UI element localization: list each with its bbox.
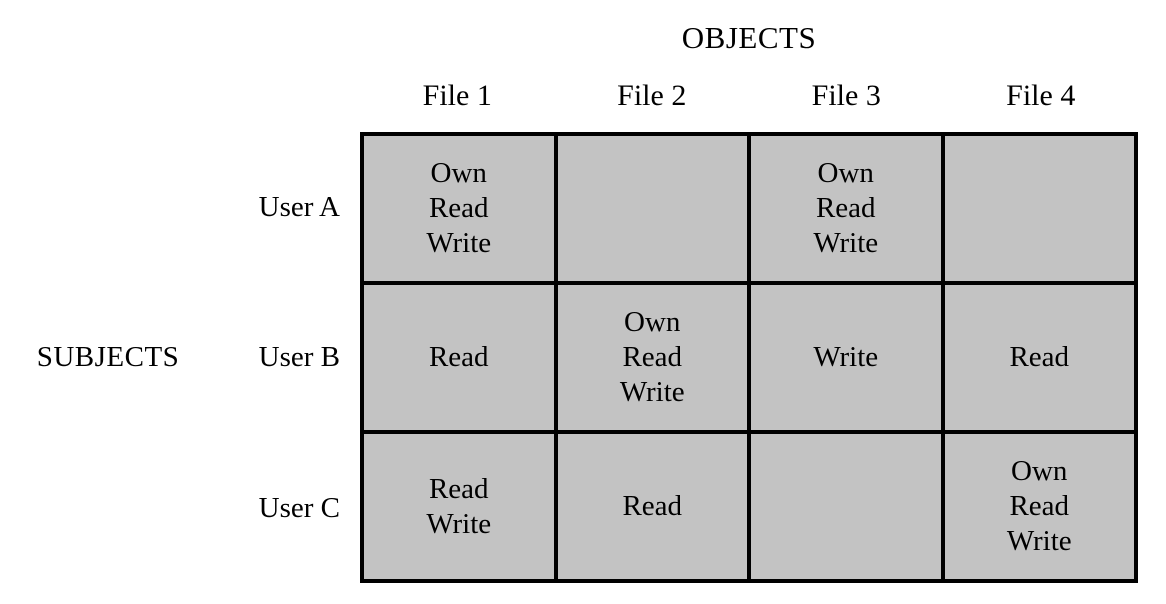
right-label: Read bbox=[622, 341, 683, 373]
right-label: Write bbox=[426, 227, 492, 259]
objects-axis-title: OBJECTS bbox=[681, 20, 817, 55]
right-label: Write bbox=[813, 341, 879, 373]
matrix-cell-user-c-file-3 bbox=[751, 434, 941, 579]
right-label: Read bbox=[622, 490, 683, 522]
matrix-cell-user-c-file-4: Own Read Write bbox=[944, 434, 1134, 579]
matrix-cell-user-b-file-2: Own Read Write bbox=[557, 285, 747, 430]
right-label: Write bbox=[813, 227, 879, 259]
right-label: Read bbox=[815, 192, 876, 224]
right-label: Read bbox=[428, 341, 489, 373]
matrix-cell-user-a-file-2 bbox=[557, 136, 747, 281]
matrix-cell-user-b-file-3: Write bbox=[751, 285, 941, 430]
right-label: Own bbox=[1011, 455, 1068, 487]
column-header-row: File 1 File 2 File 3 File 4 bbox=[360, 76, 1138, 118]
right-label: Read bbox=[428, 472, 489, 505]
row-header-user-b: User B bbox=[258, 341, 340, 374]
matrix-cell-user-b-file-1: Read bbox=[364, 285, 554, 430]
matrix-cell-user-a-file-4 bbox=[944, 136, 1134, 281]
matrix-cell-user-a-file-3: Own Read Write bbox=[751, 136, 941, 281]
column-header-file-3: File 3 bbox=[811, 79, 881, 112]
right-label: Own bbox=[817, 157, 874, 189]
row-header-user-a: User A bbox=[258, 191, 340, 224]
right-label: Read bbox=[428, 192, 489, 224]
matrix-cell-user-c-file-1: Read Write bbox=[364, 434, 554, 579]
right-label: Read bbox=[1009, 341, 1070, 373]
matrix-cell-user-b-file-4: Read bbox=[944, 285, 1134, 430]
right-label: Write bbox=[619, 376, 685, 408]
right-label: Own bbox=[624, 306, 681, 338]
subjects-axis-title: SUBJECTS bbox=[36, 341, 180, 373]
column-header-file-2: File 2 bbox=[617, 79, 687, 112]
right-label: Write bbox=[426, 507, 492, 540]
right-label: Write bbox=[1006, 525, 1072, 557]
matrix-cell-user-c-file-2: Read bbox=[557, 434, 747, 579]
right-label: Own bbox=[430, 157, 487, 189]
column-header-file-4: File 4 bbox=[1006, 79, 1076, 112]
row-header-column: User A User B User C bbox=[200, 132, 342, 583]
row-header-user-c: User C bbox=[258, 491, 340, 524]
right-label: Read bbox=[1009, 490, 1070, 522]
column-header-file-1: File 1 bbox=[422, 79, 492, 112]
matrix-grid: Own Read Write Own Read Write Read Own R… bbox=[360, 132, 1138, 583]
matrix-cell-user-a-file-1: Own Read Write bbox=[364, 136, 554, 281]
